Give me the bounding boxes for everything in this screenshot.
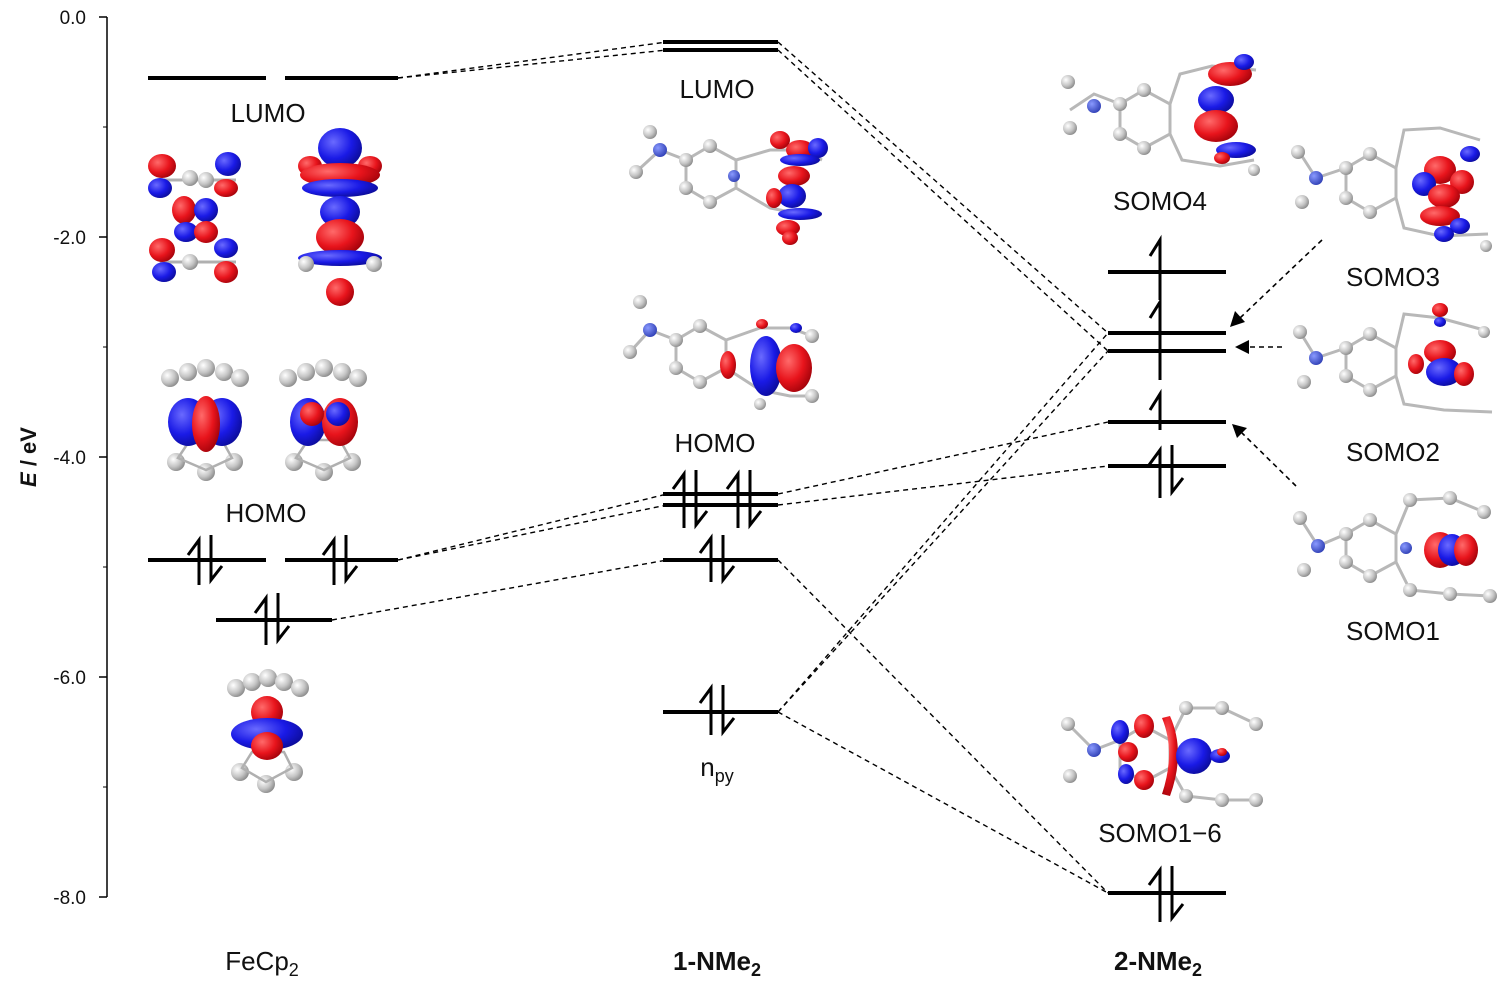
one-homo-orbital: [623, 295, 819, 410]
somo2-label: SOMO2: [1346, 437, 1440, 467]
one-lumo-orbital: [629, 125, 828, 245]
somo16-orbital: [1061, 701, 1263, 807]
somo3-label: SOMO3: [1346, 262, 1440, 292]
one-nme2-column-label: 1-NMe2: [673, 946, 761, 980]
fecp2-column-label: FeCp2: [225, 946, 299, 980]
correlation-lines: [331, 41, 1109, 894]
somo3-orbital: [1291, 126, 1492, 252]
y-tick-label: -4.0: [53, 448, 86, 469]
y-tick-label: -2.0: [53, 228, 86, 249]
somo1-orbital: [1293, 491, 1497, 603]
energy-levels: [148, 40, 1226, 895]
y-tick-label: 0.0: [60, 8, 86, 29]
pointer-arrows: [1239, 239, 1323, 487]
one-lumo-label: LUMO: [679, 74, 754, 104]
one-npy-label: npy: [700, 752, 733, 786]
fecp2-lumo-orbital-b: [298, 128, 382, 306]
fecp2-lumo-label: LUMO: [230, 98, 305, 128]
fecp2-lumo-orbital-a: [148, 152, 241, 283]
somo1-label: SOMO1: [1346, 616, 1440, 646]
somo2-orbital: [1293, 303, 1493, 414]
orbital-labels: LUMO HOMO LUMO HOMO npy SOMO4 SOMO3 SOMO…: [226, 74, 1440, 848]
fecp2-homo-label: HOMO: [226, 498, 307, 528]
fecp2-homo-1-orbital: [227, 669, 309, 793]
somo4-label: SOMO4: [1113, 186, 1207, 216]
electron-spins: [186, 234, 1185, 923]
column-labels: FeCp2 1-NMe2 2-NMe2: [225, 946, 1202, 980]
one-homo-label: HOMO: [675, 428, 756, 458]
fecp2-homo-orbital-b: [279, 359, 367, 481]
y-axis-label: E / eV: [16, 427, 41, 487]
y-tick-label: -6.0: [53, 668, 86, 689]
fecp2-homo-orbital-a: [161, 359, 249, 481]
somo16-label: SOMO1−6: [1098, 818, 1222, 848]
somo4-orbital: [1061, 54, 1260, 176]
two-nme2-column-label: 2-NMe2: [1114, 946, 1202, 980]
y-tick-label: -8.0: [53, 888, 86, 909]
pointer-arrowheads: [1230, 311, 1249, 438]
y-axis: 0.0 -2.0 -4.0 -6.0 -8.0 E / eV: [16, 8, 108, 909]
